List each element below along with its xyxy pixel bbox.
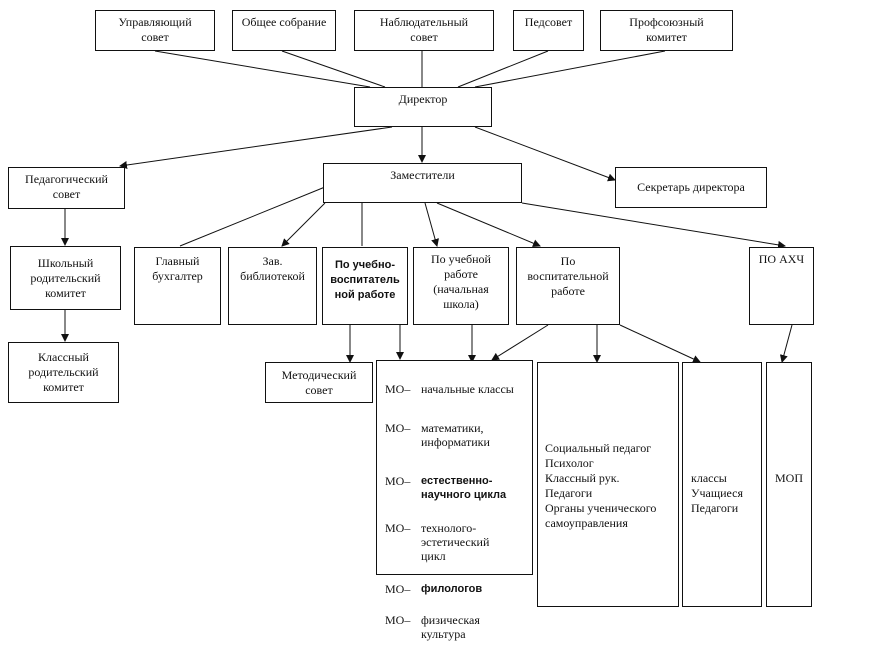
node-pedsovet: Педсовет: [513, 10, 584, 51]
node-shk-komitet: Школьный родительский комитет: [10, 246, 121, 310]
node-upravl-label: Управляющий совет: [118, 15, 192, 44]
node-kl-komitet: Классный родительский комитет: [8, 342, 119, 403]
line-pedsovet-director: [457, 50, 549, 88]
node-vospit-label: По воспитательной работе: [527, 254, 609, 298]
mo-name: технолого- эстетический цикл: [421, 521, 490, 563]
node-uvr: По учебно- воспитатель ной работе: [322, 247, 408, 325]
line-zam-bib: [281, 202, 326, 247]
node-ur-nach-label: По учебной работе (начальная школа): [431, 252, 491, 311]
node-obshee: Общее собрание: [232, 10, 336, 51]
mo-name: начальные классы: [421, 382, 514, 396]
node-zamestiteli-label: Заместители: [390, 168, 455, 182]
line-zam-ur: [424, 202, 439, 247]
node-obshee-label: Общее собрание: [241, 15, 327, 29]
node-ahch-label: ПО АХЧ: [758, 252, 805, 266]
mo-name: физическая культура: [421, 613, 480, 641]
mo-prefix: МО–: [385, 421, 411, 435]
node-kl-komitet-label: Классный родительский комитет: [28, 350, 99, 394]
node-social: Социальный педагог Психолог Классный рук…: [537, 362, 679, 607]
node-vospit: По воспитательной работе: [516, 247, 620, 325]
line-vosp-mo: [491, 324, 549, 361]
mo-name: математики, информатики: [421, 421, 490, 449]
mo-prefix: МО–: [385, 382, 411, 396]
node-klassy: классы Учащиеся Педагоги: [682, 362, 762, 607]
node-mop: МОП: [766, 362, 812, 607]
node-ped-sovet-label: Педагогический совет: [25, 172, 108, 201]
line-zam-ahch: [521, 202, 786, 249]
mo-name: естественно- научного цикла: [421, 475, 507, 501]
node-sekretar-label: Секретарь директора: [637, 180, 745, 194]
node-zamestiteli: Заместители: [323, 163, 522, 203]
line-profsoyuz-director: [474, 50, 666, 88]
node-shk-komitet-label: Школьный родительский комитет: [30, 255, 101, 300]
mo-item: МО– физическая культура: [385, 613, 532, 641]
node-klassy-label: классы Учащиеся Педагоги: [691, 471, 743, 515]
node-sekretar: Секретарь директора: [615, 167, 767, 208]
node-buhgalter: Главный бухгалтер: [134, 247, 221, 325]
mo-item: МО– естественно- научного цикла: [385, 474, 532, 502]
node-mop-label: МОП: [774, 471, 803, 485]
line-director-pedsovet: [119, 126, 393, 169]
node-profsoyuz-label: Профсоюзный комитет: [629, 15, 704, 44]
node-ped-sovet: Педагогический совет: [8, 167, 125, 209]
mo-prefix: МО–: [385, 582, 411, 596]
node-ahch: ПО АХЧ: [749, 247, 814, 325]
line-upravl-director: [154, 50, 371, 88]
line-vosp-klassy: [619, 324, 701, 363]
line-zam-vosp: [436, 202, 541, 247]
mo-prefix: МО–: [385, 521, 411, 535]
node-pedsovet-label: Педсовет: [524, 15, 573, 29]
node-metod-label: Методический совет: [281, 367, 357, 397]
mo-item: МО– технолого- эстетический цикл: [385, 521, 532, 563]
node-buhgalter-label: Главный бухгалтер: [152, 254, 203, 283]
node-mo-list: МО– начальные классы МО– математики, инф…: [376, 360, 533, 641]
node-upravl: Управляющий совет: [95, 10, 215, 51]
mo-item: МО– начальные классы: [385, 382, 532, 396]
node-director: Директор: [354, 87, 492, 127]
node-profsoyuz: Профсоюзный комитет: [600, 10, 733, 51]
node-biblioteka-label: Зав. библиотекой: [240, 254, 305, 283]
node-social-label: Социальный педагог Психолог Классный рук…: [545, 441, 657, 530]
node-biblioteka: Зав. библиотекой: [228, 247, 317, 325]
node-uvr-label: По учебно- воспитатель ной работе: [330, 259, 400, 301]
node-nabl: Наблюдательный совет: [354, 10, 494, 51]
mo-prefix: МО–: [385, 474, 411, 488]
node-ur-nach: По учебной работе (начальная школа): [413, 247, 509, 325]
node-director-label: Директор: [398, 92, 448, 106]
mo-prefix: МО–: [385, 613, 411, 627]
line-zam-buh: [179, 186, 326, 247]
line-ahch-mop: [779, 324, 793, 363]
mo-name: филологов: [421, 583, 483, 595]
line-obshee-director: [281, 50, 386, 88]
node-metod: Методический совет: [265, 362, 373, 403]
mo-item: МО– филологов: [385, 582, 532, 596]
node-nabl-label: Наблюдательный совет: [379, 15, 469, 44]
mo-item: МО– математики, информатики: [385, 421, 532, 449]
